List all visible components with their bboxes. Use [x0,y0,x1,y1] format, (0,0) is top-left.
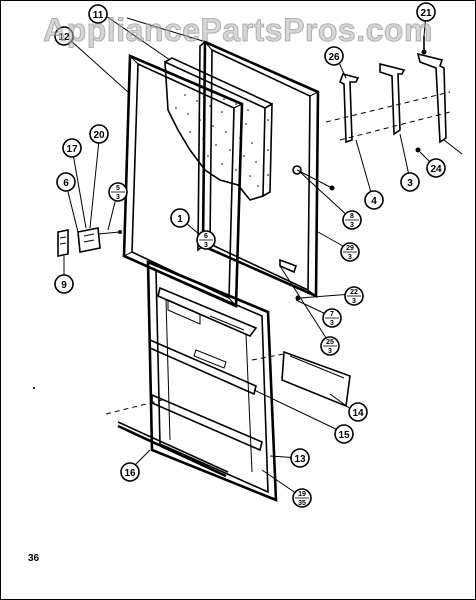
svg-text:25: 25 [326,339,334,346]
svg-text:24: 24 [430,164,442,175]
svg-text:3: 3 [348,254,352,261]
callout-12: 12 [54,26,74,46]
callout-24: 24 [426,158,446,178]
svg-text:3: 3 [204,242,208,249]
inner-door-liner [146,260,278,502]
svg-text:7: 7 [330,311,334,318]
svg-text:14: 14 [352,408,364,419]
svg-text:11: 11 [93,10,104,21]
fasteners [204,165,335,301]
svg-text:5: 5 [116,185,120,192]
callout-6: 6 [56,172,76,192]
leader-lines [63,13,463,497]
stray-dot [33,387,35,389]
svg-text:13: 13 [294,454,306,465]
svg-text:16: 16 [124,468,136,479]
svg-text:1: 1 [177,214,183,225]
svg-text:4: 4 [371,196,377,207]
outer-door-panel [197,40,320,298]
callout-3: 3 [400,172,420,192]
svg-text:3: 3 [328,348,332,355]
svg-text:17: 17 [66,144,78,155]
svg-text:9: 9 [61,280,67,291]
callout-15: 15 [334,424,354,444]
bottom-trim-strip [105,399,229,478]
callout-5-3: 5 3 [108,182,128,202]
callout-9: 9 [54,274,74,294]
callout-29-3: 29 3 [340,242,360,262]
svg-text:3: 3 [407,178,413,189]
svg-text:3: 3 [352,298,356,305]
svg-text:3: 3 [330,320,334,327]
svg-text:15: 15 [338,430,350,441]
callout-26: 26 [324,46,344,66]
svg-text:35: 35 [298,500,306,507]
callout-20: 20 [89,124,109,144]
callout-4: 4 [364,190,384,210]
callout-13: 13 [290,448,310,468]
svg-text:8: 8 [350,213,354,220]
insulation-panel [164,57,273,201]
svg-text:6: 6 [63,178,69,189]
svg-text:26: 26 [328,52,340,63]
page-number: 36 [28,553,40,564]
svg-text:3: 3 [116,194,120,201]
callout-8-3: 8 3 [342,210,362,230]
callout-19-35: 19 35 [292,488,312,508]
svg-text:29: 29 [346,245,354,252]
svg-text:19: 19 [298,491,306,498]
callout-14: 14 [348,402,368,422]
svg-text:21: 21 [420,8,432,19]
callout-17: 17 [62,138,82,158]
callout-11: 11 [88,4,108,24]
svg-text:20: 20 [93,130,105,141]
callout-21: 21 [416,2,436,22]
svg-text:12: 12 [58,32,70,43]
callout-22-3: 22 3 [344,286,364,306]
svg-text:3: 3 [350,222,354,229]
handle-parts [57,227,122,257]
hinge-brackets [325,36,451,153]
svg-text:6: 6 [204,233,208,240]
callout-1: 1 [170,208,190,228]
callout-7-3: 7 3 [322,308,342,328]
svg-text:22: 22 [350,289,358,296]
callout-6-3: 6 3 [196,230,216,250]
callout-16: 16 [120,462,140,482]
callout-25-3: 25 3 [320,336,340,356]
